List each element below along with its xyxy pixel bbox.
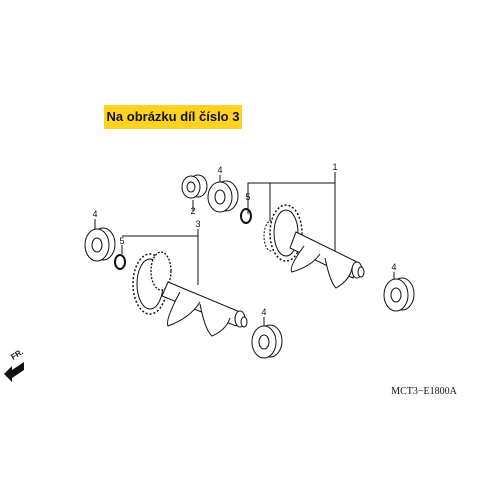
- collar: [181, 174, 208, 199]
- callout-circlip-left: 5: [119, 236, 124, 246]
- callout-bearing-bottom: 4: [261, 307, 266, 317]
- diagram-code: MCT3−E1800A: [391, 386, 457, 397]
- circlip-left: [114, 254, 126, 270]
- ball-bearing-top: [207, 180, 239, 213]
- part-number-banner: Na obrázku díl číslo 3: [104, 105, 242, 129]
- callout-bearing-right: 4: [391, 262, 396, 272]
- ball-bearing-right: [383, 277, 415, 312]
- balancer-shaft-right: [263, 204, 365, 289]
- circlip-top: [240, 208, 252, 224]
- callout-circlip-top: 5: [245, 192, 250, 202]
- callout-collar: 2: [190, 206, 195, 216]
- balancer-shaft-left: [132, 251, 248, 337]
- callout-shaft-right: 1: [332, 162, 337, 172]
- callout-bearing-top: 4: [217, 165, 222, 175]
- ball-bearing-left: [84, 227, 116, 262]
- leader-lines: [94, 172, 395, 328]
- callout-bearing-left: 4: [92, 209, 97, 219]
- callout-shaft-left: 3: [195, 219, 200, 229]
- front-marker-label: FR.: [9, 347, 25, 361]
- front-arrow-icon: [4, 362, 24, 382]
- ball-bearing-bottom: [251, 324, 283, 359]
